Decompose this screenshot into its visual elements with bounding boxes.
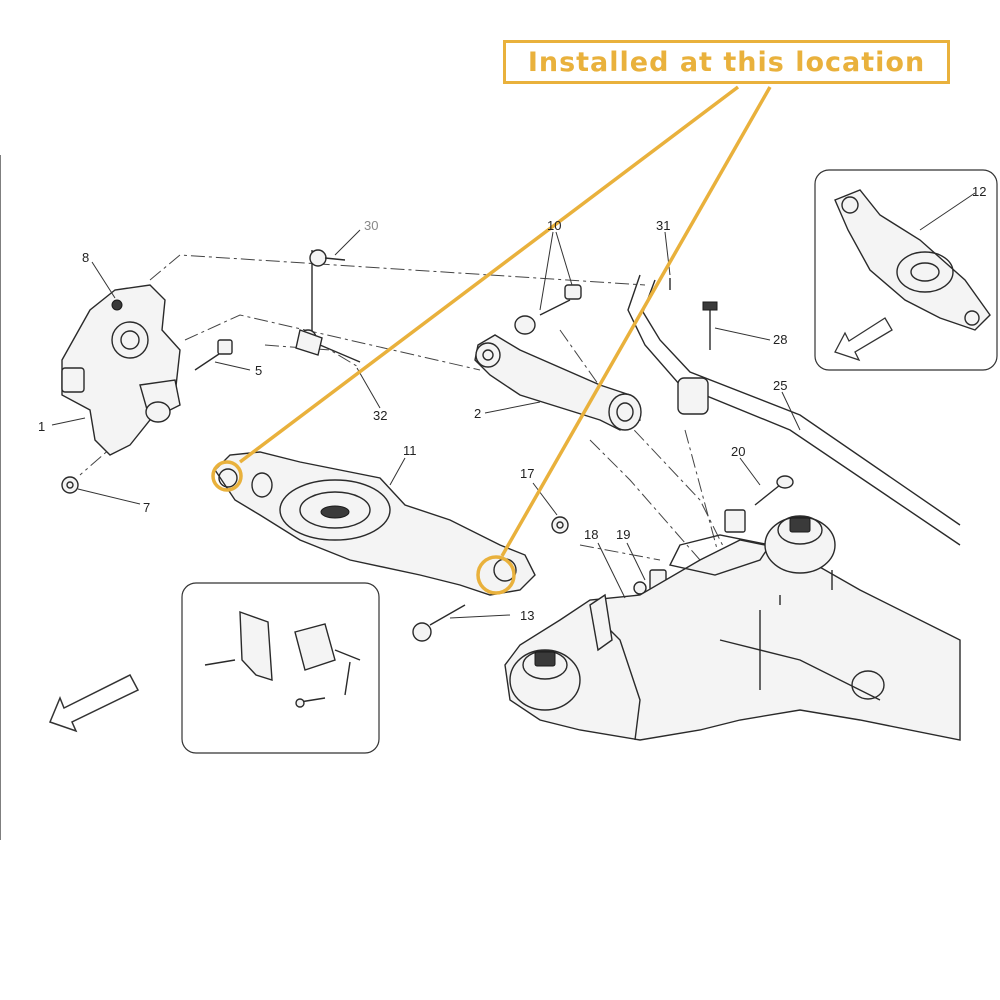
part-label-5: 5 <box>255 363 262 378</box>
part-label-11: 11 <box>403 443 417 458</box>
direction-arrow-icon <box>49 674 140 733</box>
upper-control-arm <box>474 334 642 431</box>
washers <box>617 509 746 613</box>
part-label-20: 20 <box>731 444 745 459</box>
part-label-7: 7 <box>143 500 150 515</box>
bolt-5 <box>194 339 233 371</box>
part-label-30: 30 <box>364 218 378 233</box>
part-label-17: 17 <box>520 466 534 481</box>
highlight-ring-icon <box>476 555 516 595</box>
leader-lines <box>51 192 976 619</box>
bolt-32 <box>295 329 361 363</box>
part-label-12: 12 <box>972 184 986 199</box>
subframe <box>504 515 961 741</box>
callout-lines <box>238 85 772 557</box>
assembly-lines <box>79 254 746 591</box>
part-labels: 8 1 7 5 30 32 10 2 11 17 13 31 28 25 20 … <box>38 184 986 623</box>
lower-control-arm <box>214 451 536 596</box>
part-label-25: 25 <box>773 378 787 393</box>
bolt-10 <box>514 284 582 335</box>
bolt-28 <box>702 301 718 350</box>
part-label-18: 18 <box>584 527 598 542</box>
part-label-31: 31 <box>656 218 670 233</box>
part-label-2: 2 <box>474 406 481 421</box>
inset-lower-arm-view <box>814 169 998 371</box>
bolt-13 <box>412 604 466 642</box>
knuckle <box>61 284 181 456</box>
part-label-32: 32 <box>373 408 387 423</box>
direction-arrow-icon <box>834 317 893 362</box>
callout-label: Installed at this location <box>527 46 926 78</box>
stabilizer-link-30 <box>299 249 346 347</box>
part-label-28: 28 <box>773 332 787 347</box>
nut-7 <box>61 476 79 494</box>
part-label-1: 1 <box>38 419 45 434</box>
part-label-8: 8 <box>82 250 89 265</box>
part-label-19: 19 <box>616 527 630 542</box>
nut-17 <box>551 516 569 534</box>
inset-height-sensor-view <box>181 582 380 754</box>
part-label-10: 10 <box>547 218 561 233</box>
bolt-20 <box>754 475 794 506</box>
highlight-ring-icon <box>211 460 243 492</box>
installed-location-callout: Installed at this location <box>503 40 950 84</box>
part-label-13: 13 <box>520 608 534 623</box>
